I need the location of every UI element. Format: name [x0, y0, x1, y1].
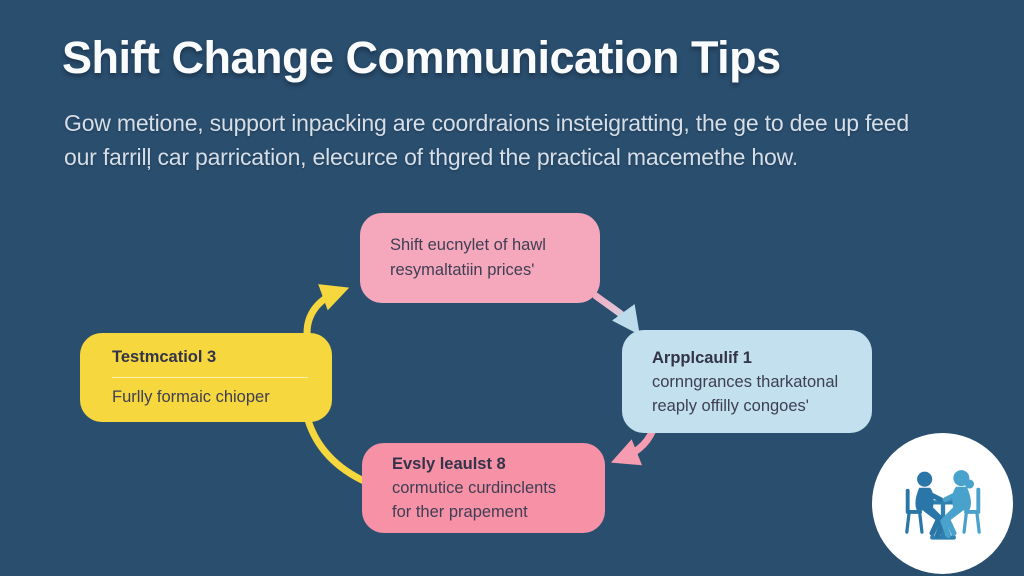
arrow-right-to-bottom	[610, 426, 657, 466]
arrow-top-to-right	[592, 292, 640, 335]
flow-box-top-line-2: resymaltatiin prices'	[390, 261, 535, 279]
connector-bottom-to-left	[304, 416, 370, 486]
flow-box-left-heading: Testmcatiol 3	[112, 348, 217, 366]
flow-box-left-body: Furlly formaic chioper	[112, 388, 270, 406]
flow-box-top: Shift eucnylet of hawl resymaltatiin pri…	[360, 213, 600, 303]
flow-box-bottom-heading: Evsly leaulst 8	[392, 455, 506, 473]
flow-box-right: Arpplcaulif 1 cornngrances tharkatonal r…	[622, 330, 872, 433]
flow-box-bottom-line-1: cormutice curdinclents	[392, 479, 557, 497]
divider	[112, 377, 308, 378]
flow-box-right-line-2: reaply offilly congoes'	[652, 396, 809, 415]
flow-box-right-heading: Arpplcaulif 1	[652, 348, 752, 367]
people-at-table-icon	[904, 469, 981, 540]
subtitle-line-2: our farrilļ car parrication, elecurce of…	[64, 144, 798, 170]
subtitle-line-1: Gow metione, support inpacking are coord…	[64, 110, 909, 136]
flow-box-right-line-1: cornngrances tharkatonal	[652, 372, 839, 391]
flow-box-left: Testmcatiol 3 Furlly formaic chioper	[80, 333, 332, 422]
flow-box-bottom: Evsly leaulst 8 cormutice curdinclents f…	[362, 443, 605, 533]
meeting-badge	[872, 433, 1013, 574]
subtitle: Gow metione, support inpacking are coord…	[64, 106, 909, 174]
page-title: Shift Change Communication Tips	[62, 32, 781, 83]
flow-box-bottom-line-2: for ther prapement	[392, 503, 528, 521]
flow-box-top-line-1: Shift eucnylet of hawl	[390, 236, 546, 254]
